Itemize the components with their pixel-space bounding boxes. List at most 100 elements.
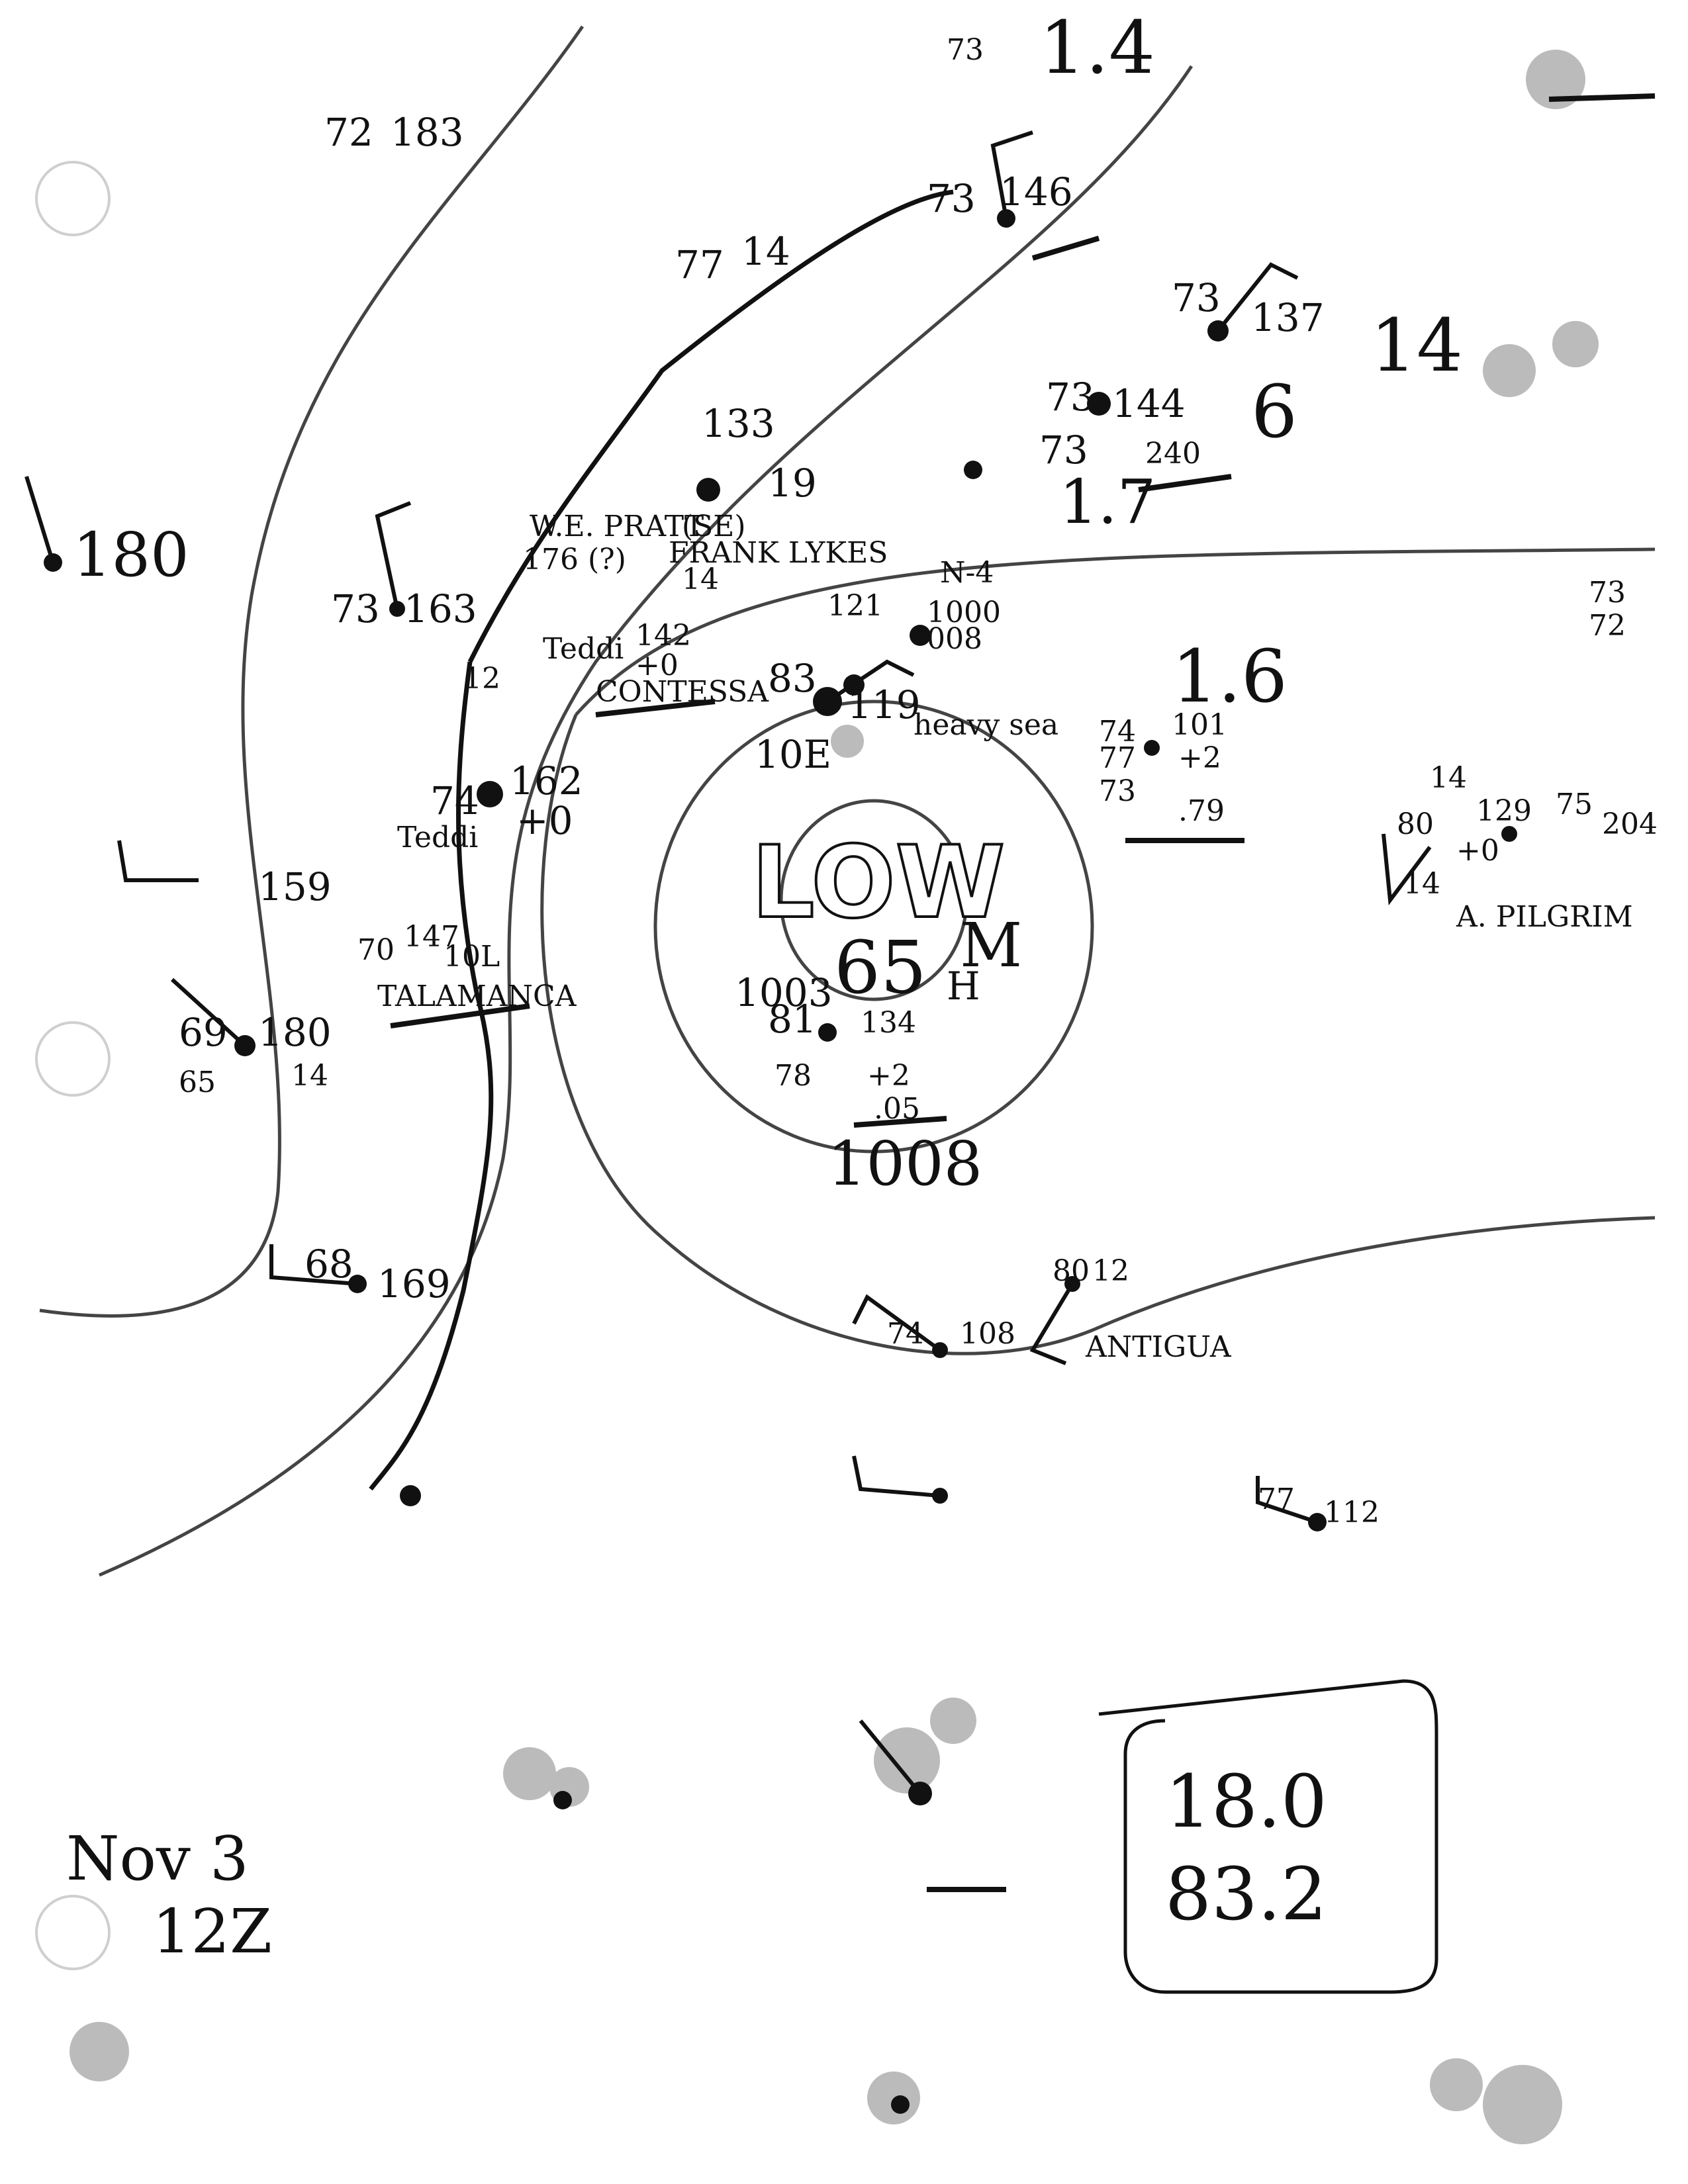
obs-69-180-pressure: 180 — [258, 1010, 332, 1055]
obs-74-101-visibility: 1.6 — [1172, 634, 1288, 719]
faint-station-smudges — [70, 50, 1599, 2144]
obs-73-163-pressure: 163 — [404, 586, 477, 631]
underline-marks — [390, 93, 1656, 1892]
obs-12-tendency: +0 — [635, 649, 679, 682]
obs-80-129-dewpoint: 75 — [1556, 788, 1593, 821]
obs-77-112-temp: 77 — [1258, 1482, 1295, 1516]
isobar-lower — [540, 714, 1656, 1355]
ship-talamanca: TALAMANCA — [377, 979, 577, 1013]
isobar-left — [39, 25, 585, 1318]
isobar-1008 — [653, 700, 1094, 1154]
obs-top-left-temp: 72 — [324, 110, 373, 155]
obs-70-147-pressure: 147 — [404, 920, 459, 954]
obs-83-119-temp: 83 — [768, 656, 817, 701]
obs-121-pressure: 1000 — [927, 596, 1001, 629]
obs-73-144-temp: 73 — [1046, 375, 1095, 420]
obs-68-169-pressure: 169 — [377, 1261, 451, 1306]
obs-far-left-pressure: 180 — [73, 520, 189, 590]
low-mark-m: M — [960, 910, 1022, 981]
center-longitude: 83.2 — [1165, 1852, 1327, 1936]
obs-80-129-temp: 80 — [1397, 807, 1434, 841]
obs-12-pressure: 142 — [635, 619, 691, 653]
low-center-1003: 1003 — [735, 970, 833, 1015]
obs-77-112-pressure: 112 — [1324, 1496, 1380, 1529]
obs-81-134-tendency: +2 — [867, 1059, 910, 1093]
ship-frank-lykes: FRANK LYKES — [669, 536, 888, 570]
date-label-time: 12Z — [152, 1896, 272, 1967]
obs-176-pressure: 176 (?) — [523, 543, 626, 576]
obs-68-169-temp: 68 — [305, 1242, 353, 1287]
obs-74-101-temp: 74 — [1099, 715, 1136, 749]
obs-74-101-pressure: 101 — [1172, 708, 1227, 742]
obs-74-108-east-temp: 80 — [1053, 1254, 1090, 1288]
obs-81-134-pressure: 134 — [861, 1006, 916, 1040]
ship-antigua: ANTIGUA — [1085, 1330, 1232, 1364]
obs-73-144-dewpoint: 73 — [1039, 428, 1088, 473]
punch-hole-middle — [35, 1021, 111, 1097]
obs-73-137-pressure: 137 — [1251, 295, 1325, 340]
obs-74-108-east-wind: 12 — [1092, 1254, 1129, 1288]
obs-74-162-tendency: +0 — [516, 798, 573, 843]
obs-176-visibility: 14 — [682, 563, 719, 596]
date-label-day: Nov 3 — [66, 1823, 249, 1894]
station-dots — [44, 209, 1517, 2114]
ship-a-pilgrim: A. PILGRIM — [1456, 900, 1633, 934]
ship-teddi: Teddi — [397, 821, 478, 854]
obs-73-137-temp: 73 — [1172, 275, 1221, 320]
isobar-outer — [99, 65, 1194, 1577]
obs-74-108-temp: 74 — [887, 1317, 924, 1351]
obs-121-marker: N-4 — [940, 556, 994, 590]
front-line-north — [467, 189, 954, 663]
obs-81-134-temp: 81 — [768, 997, 817, 1042]
isobar-inner — [779, 799, 968, 1001]
isobar-upper — [575, 547, 1656, 716]
obs-69-180-dewpoint: 65 — [179, 1066, 216, 1099]
front-line-south — [369, 661, 494, 1491]
obs-83-119-pressure: 119 — [847, 682, 921, 727]
obs-80-129-other: 204 — [1602, 807, 1658, 841]
obs-121-tendency: 008 — [927, 622, 982, 656]
obs-133-tendency: 19 — [768, 461, 817, 506]
obs-80-129-pressure: 129 — [1476, 794, 1532, 828]
obs-right-edge-dewpoint: 72 — [1589, 609, 1626, 643]
obs-83-119-label: 10E — [755, 732, 831, 777]
ship-we-pratt: W.E. PRATT — [530, 510, 704, 543]
obs-73-146-temp: 73 — [927, 176, 976, 221]
isobar-label-1008: 1008 — [827, 1128, 982, 1199]
obs-159-pressure: 159 — [258, 864, 332, 909]
obs-73-144-tendency: 240 — [1145, 437, 1201, 471]
annotation-heavy-sea: heavy sea — [914, 708, 1058, 742]
obs-74-101-tendency: +2 — [1178, 741, 1221, 775]
obs-top-left-pressure: 183 — [391, 110, 464, 155]
obs-73-146-pressure: 146 — [1000, 169, 1073, 214]
obs-74-162-pressure: 162 — [510, 758, 583, 803]
obs-73-137-visibility: 14 — [1370, 303, 1463, 388]
obs-12-station: 12 — [463, 662, 500, 696]
obs-73-144-pressure: 144 — [1112, 381, 1186, 426]
obs-176-direction: (SE) — [682, 510, 746, 543]
obs-81-134-dewpoint: 78 — [774, 1059, 812, 1093]
obs-74-108-pressure: 108 — [960, 1317, 1015, 1351]
obs-74-101-sea: 73 — [1099, 774, 1136, 808]
low-label: LOW — [751, 825, 1005, 940]
obs-74-101-dewpoint: 77 — [1099, 741, 1136, 775]
center-coordinate-box — [1098, 1679, 1438, 1994]
obs-121-temp: 121 — [827, 589, 883, 623]
obs-right-edge-temp: 73 — [1589, 576, 1626, 610]
center-latitude: 18.0 — [1165, 1759, 1327, 1844]
wind-barbs — [24, 130, 1432, 1795]
obs-73-137-weather: 6 — [1251, 369, 1297, 454]
obs-74-162-temp: 74 — [430, 778, 479, 823]
obs-74-101-precip: .79 — [1178, 794, 1225, 828]
low-pressure-value: 65 — [834, 925, 927, 1010]
obs-69-180-tendency: 14 — [291, 1059, 328, 1093]
obs-73-163-temp: 73 — [331, 586, 380, 631]
low-mark-h: H — [947, 964, 980, 1009]
annotation-14: 14 — [1403, 867, 1440, 901]
punch-hole-bottom — [35, 1895, 111, 1970]
obs-133-pressure: 133 — [702, 401, 775, 446]
obs-77-14-temp: 77 — [675, 242, 724, 287]
obs-80-129-tendency: +0 — [1456, 834, 1499, 868]
